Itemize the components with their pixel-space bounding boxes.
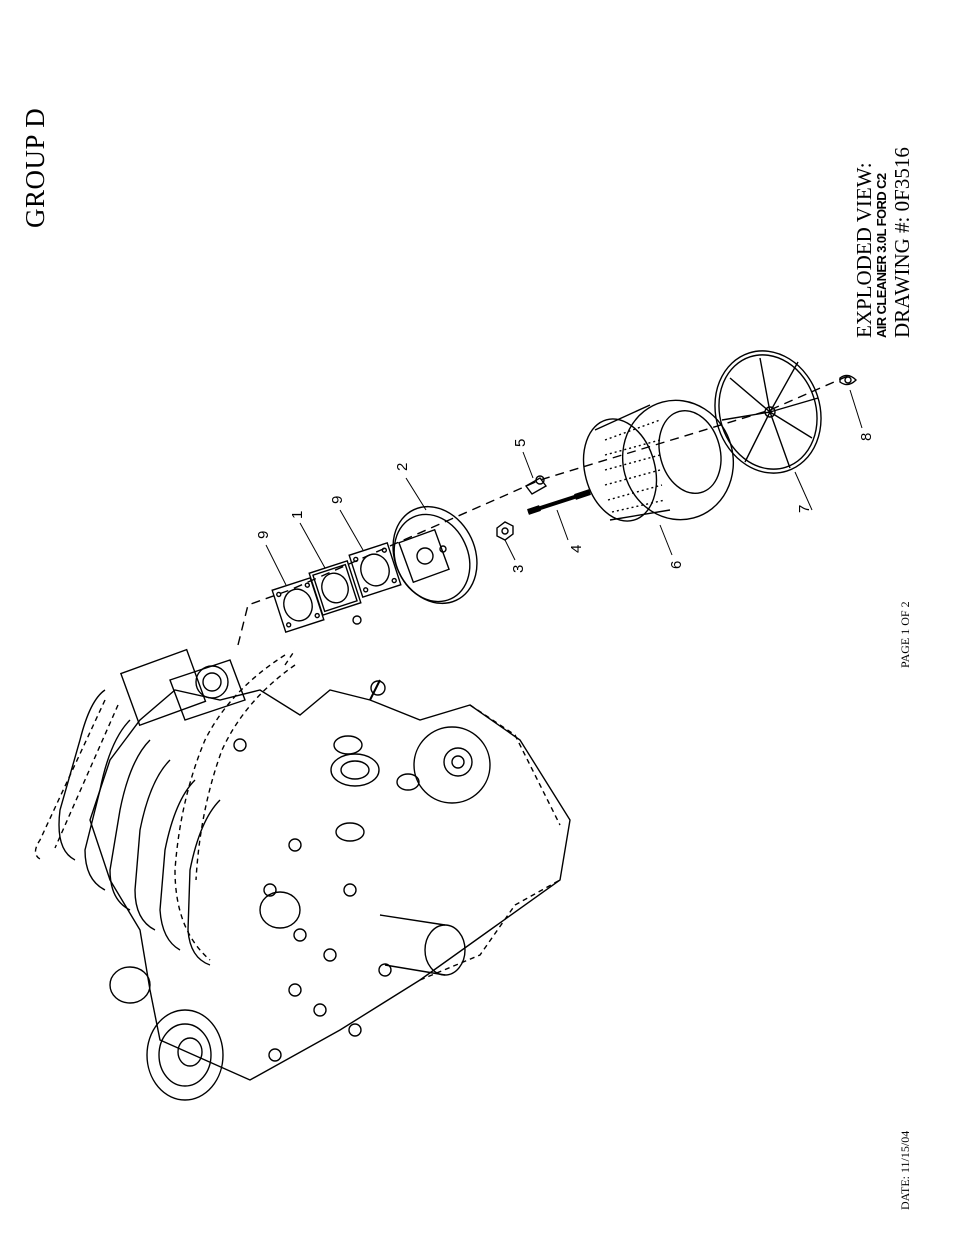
cover-7 [714,350,822,474]
callout-3: 3 [510,565,527,573]
filter-element-6 [582,399,735,522]
callout-6: 6 [668,561,685,569]
fitting-5 [524,475,548,495]
engine-block [34,648,571,1101]
callout-2: 2 [394,463,411,471]
assembly-centerline [237,374,851,646]
callout-1: 1 [289,511,306,519]
callout-9-upper: 9 [255,531,272,539]
callout-4: 4 [568,545,585,553]
nut-3 [496,521,514,541]
air-cleaner-base-2 [392,505,478,605]
spacer-1 [308,560,362,616]
callout-5: 5 [512,439,529,447]
gasket-9-lower [348,542,402,598]
callout-7: 7 [796,505,813,513]
stud-4 [527,489,591,515]
wing-nut-8 [839,374,857,386]
callout-8: 8 [858,433,875,441]
callout-9-lower: 9 [329,496,346,504]
